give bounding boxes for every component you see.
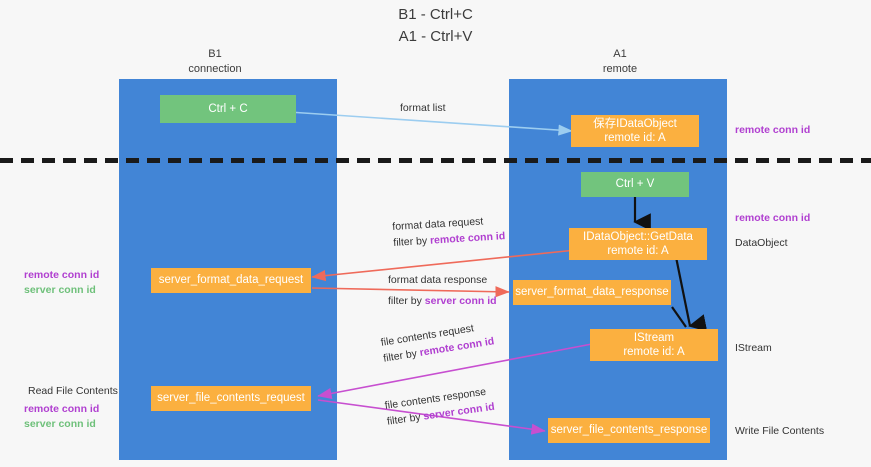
node-server-file-contents-response-label: server_file_contents_response — [550, 424, 708, 437]
title-line-2: A1 - Ctrl+V — [398, 27, 473, 45]
node-ctrl-v-label: Ctrl + V — [615, 178, 655, 191]
node-ctrl-c-label: Ctrl + C — [208, 102, 248, 115]
annotation-keys-mid-server: server conn id — [24, 284, 96, 297]
annotation-keys-mid: remote conn id server conn id — [24, 268, 99, 298]
page-title: B1 - Ctrl+C A1 - Ctrl+V — [0, 4, 871, 48]
node-istream-line2: remote id: A — [623, 346, 685, 358]
node-istream[interactable]: IStream remote id: A — [590, 329, 718, 361]
phase-divider — [0, 158, 871, 163]
node-server-file-contents-response[interactable]: server_file_contents_response — [548, 418, 710, 443]
node-server-format-data-response[interactable]: server_format_data_response — [513, 280, 671, 305]
column-header-b1: B1 connection — [150, 47, 280, 77]
key-server-conn-id: server conn id — [424, 295, 497, 307]
node-ctrl-c[interactable]: Ctrl + C — [160, 95, 296, 123]
node-idataobject-getdata[interactable]: IDataObject::GetData remote id: A — [569, 228, 707, 260]
node-server-file-contents-request-label: server_file_contents_request — [157, 392, 305, 405]
column-header-a1-sub: remote — [602, 62, 638, 75]
edge-label-format-data-request: format data request filter by remote con… — [392, 214, 506, 249]
node-idataobject-getdata-line2: remote id: A — [607, 245, 669, 257]
edge-label-format-data-response-line1: format data response — [388, 274, 488, 286]
annotation-write-file-contents: Write File Contents — [735, 425, 825, 437]
edge-label-format-list-text: format list — [400, 102, 446, 114]
column-header-a1: A1 remote — [555, 47, 685, 77]
title-line-1: B1 - Ctrl+C — [398, 6, 473, 23]
column-header-b1-sub: connection — [188, 62, 242, 75]
node-istream-line1: IStream — [633, 331, 675, 344]
node-server-file-contents-request[interactable]: server_file_contents_request — [151, 386, 311, 411]
node-save-idataobject-line1: 保存IDataObject — [593, 117, 677, 130]
edge-label-format-data-request-line1: format data request — [392, 215, 484, 233]
annotation-remote-conn-id-top: remote conn id — [735, 124, 811, 136]
annotation-read-file-contents: Read File Contents — [28, 385, 118, 397]
key-remote-conn-id: remote conn id — [429, 230, 506, 247]
annotation-keys-low-remote: remote conn id — [24, 403, 100, 415]
annotation-istream: IStream — [735, 342, 772, 354]
edge-label-file-contents-request: file contents request filter by remote c… — [380, 319, 495, 364]
node-ctrl-v[interactable]: Ctrl + V — [581, 172, 689, 197]
column-header-a1-name: A1 — [613, 48, 627, 60]
annotation-remote-conn-id-mid: remote conn id — [735, 212, 811, 224]
edge-label-format-data-request-line2: filter by remote conn id — [392, 230, 506, 249]
edge-label-format-data-response: format data response filter by server co… — [388, 274, 497, 307]
annotation-dataobject: DataObject — [735, 237, 788, 249]
node-server-format-data-request[interactable]: server_format_data_request — [151, 268, 311, 293]
node-server-format-data-request-label: server_format_data_request — [158, 274, 304, 287]
node-save-idataobject-line2: remote id: A — [604, 132, 666, 144]
annotation-keys-low-server: server conn id — [24, 418, 96, 431]
node-server-format-data-response-label: server_format_data_response — [515, 286, 669, 299]
column-header-b1-name: B1 — [208, 48, 222, 60]
annotation-keys-low: remote conn id server conn id — [24, 402, 99, 432]
annotation-keys-mid-remote: remote conn id — [24, 269, 100, 281]
node-idataobject-getdata-line1: IDataObject::GetData — [583, 230, 693, 243]
edge-label-format-data-response-line2: filter by server conn id — [388, 295, 497, 307]
edge-label-format-list: format list — [400, 102, 446, 114]
edge-label-file-contents-response: file contents response filter by server … — [384, 385, 495, 428]
node-save-idataobject[interactable]: 保存IDataObject remote id: A — [571, 115, 699, 147]
